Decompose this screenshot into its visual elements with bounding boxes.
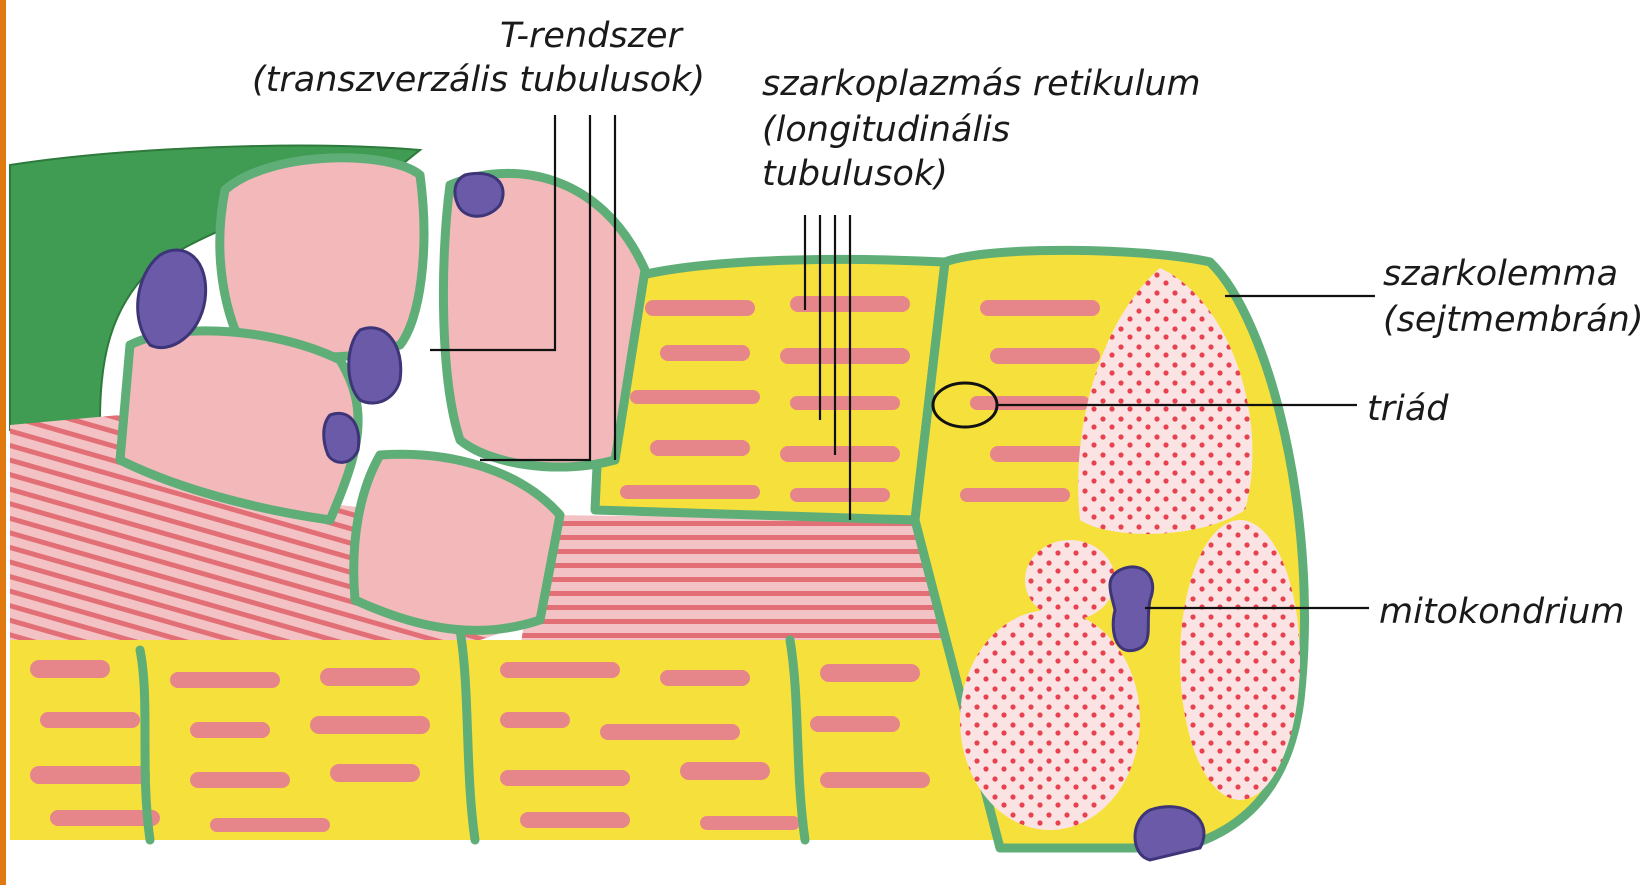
t-system-sublabel: (transzverzális tubulusok) [252, 58, 705, 102]
mitochondrium-label: mitokondrium [1379, 590, 1624, 634]
sarcoplasmic-reticulum-label: szarkoplazmás retikulum [762, 62, 1201, 106]
sarcolemma-sublabel: (sejtmembrán) [1383, 298, 1643, 342]
sarcoplasmic-reticulum-sublabel-1: (longitudinális [762, 108, 1010, 152]
reticulum-middle [595, 259, 945, 520]
reticulum-bottom [10, 640, 1010, 840]
t-system-label: T-rendszer [500, 14, 682, 58]
sarcolemma-label: szarkolemma [1383, 252, 1618, 296]
triad-label: triád [1367, 387, 1449, 431]
sarcoplasmic-reticulum-sublabel-2: tubulusok) [762, 152, 948, 196]
right-fiber [915, 250, 1304, 848]
